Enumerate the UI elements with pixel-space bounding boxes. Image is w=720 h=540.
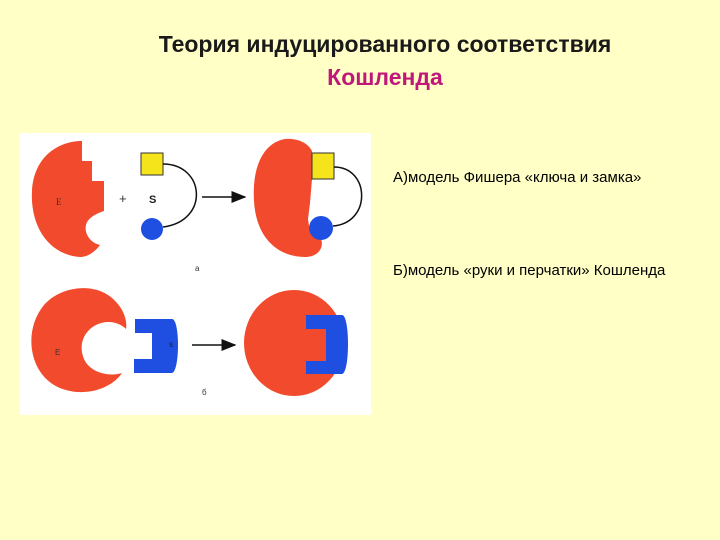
complex-glove-bottom xyxy=(306,315,348,374)
caption-koshland-model: Б)модель «руки и перчатки» Кошленда xyxy=(393,262,666,279)
substrate-label-bottom: S xyxy=(169,343,173,349)
enzyme-lock-shape xyxy=(31,141,104,257)
complex-square-top xyxy=(311,152,335,180)
substrate-circle-top xyxy=(141,218,163,240)
substrate-glove-shape xyxy=(134,319,178,373)
title-line-1: Теория индуцированного соответствия xyxy=(158,31,612,57)
complex-connector-top xyxy=(332,166,363,227)
label-b: б xyxy=(202,388,207,397)
enzyme-models-diagram: E + S а E S б xyxy=(20,133,371,415)
enzyme-label-top: E xyxy=(56,197,62,207)
complex-circle-top xyxy=(309,216,333,240)
enzyme-substrate-complex-top xyxy=(253,138,322,257)
enzyme-open-shape xyxy=(31,288,127,393)
plus-sign: + xyxy=(119,191,127,206)
substrate-square-top xyxy=(140,152,164,176)
substrate-label: S xyxy=(149,194,156,206)
label-a: а xyxy=(195,264,200,273)
slide-title: Теория индуцированного соответствия Кошл… xyxy=(0,28,720,94)
title-line-2: Кошленда xyxy=(327,64,443,90)
caption-fischer-model: А)модель Фишера «ключа и замка» xyxy=(393,169,642,186)
substrate-connector-top xyxy=(162,163,198,228)
enzyme-label-bottom: E xyxy=(55,348,60,357)
